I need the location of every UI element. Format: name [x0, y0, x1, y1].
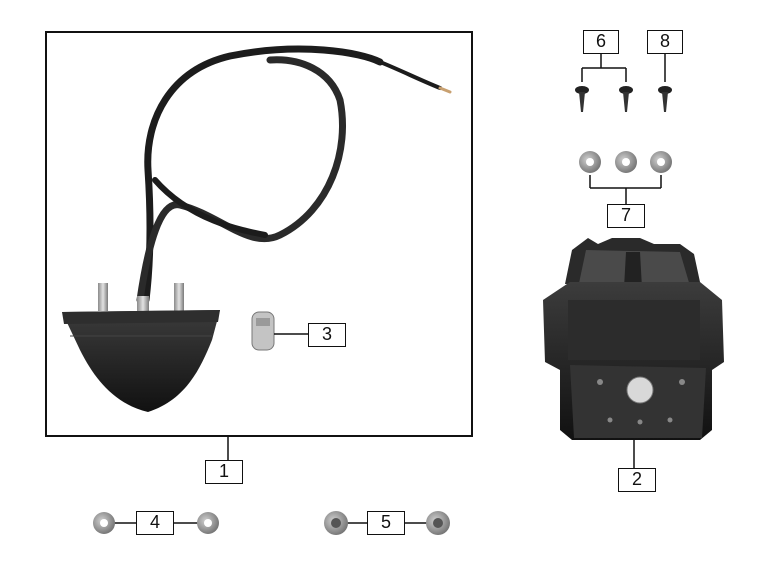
washer-set-7 — [579, 151, 672, 204]
screw-8 — [658, 54, 672, 112]
callout-4: 4 — [136, 511, 174, 535]
screw-pair-6 — [575, 54, 633, 112]
callout-1: 1 — [205, 460, 243, 484]
callout-7: 7 — [607, 204, 645, 228]
callout-6: 6 — [583, 30, 619, 54]
washer-pair-4 — [93, 512, 219, 534]
callout-5: 5 — [367, 511, 405, 535]
bulb — [251, 311, 308, 351]
assembly-frame — [45, 31, 473, 437]
mounting-bracket — [543, 238, 724, 468]
callout-8: 8 — [647, 30, 683, 54]
callout-2: 2 — [618, 468, 656, 492]
cable-wire — [136, 45, 452, 304]
nut-pair-5 — [324, 511, 450, 535]
callout-3: 3 — [308, 323, 346, 347]
license-lamp-housing — [62, 283, 220, 412]
